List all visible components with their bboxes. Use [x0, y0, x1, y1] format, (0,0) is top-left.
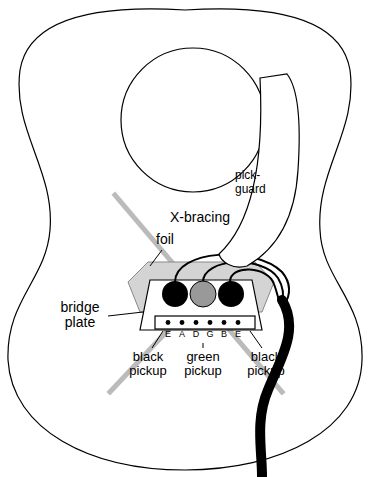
pickup-label: black pickup	[124, 350, 172, 378]
part-label: pick- guard	[235, 168, 277, 196]
string-hole	[208, 320, 213, 325]
output-cable	[260, 300, 289, 476]
black-pickup	[162, 281, 188, 307]
string-name: E	[165, 329, 171, 339]
plate-label: bridge plate	[51, 300, 109, 330]
string-name: D	[193, 329, 200, 339]
string-name: B	[221, 329, 227, 339]
pickup-label: green pickup	[179, 350, 227, 378]
green-pickup	[190, 281, 216, 307]
string-hole	[180, 320, 185, 325]
string-hole	[222, 320, 227, 325]
string-name: G	[206, 329, 213, 339]
pickguard: pick- guard	[205, 70, 310, 275]
bridge	[155, 316, 255, 329]
string-name: E	[235, 329, 241, 339]
string-name: A	[179, 329, 185, 339]
string-hole	[166, 320, 171, 325]
black-pickup	[218, 281, 244, 307]
bracing-label: X-bracing	[167, 210, 233, 225]
string-hole	[236, 320, 241, 325]
pickup-label: black pickup	[242, 350, 290, 378]
bridge-plate	[140, 280, 262, 330]
string-hole	[194, 320, 199, 325]
guitar-body	[8, 9, 362, 470]
string-holes	[166, 320, 241, 325]
foil-label: foil	[156, 232, 174, 247]
